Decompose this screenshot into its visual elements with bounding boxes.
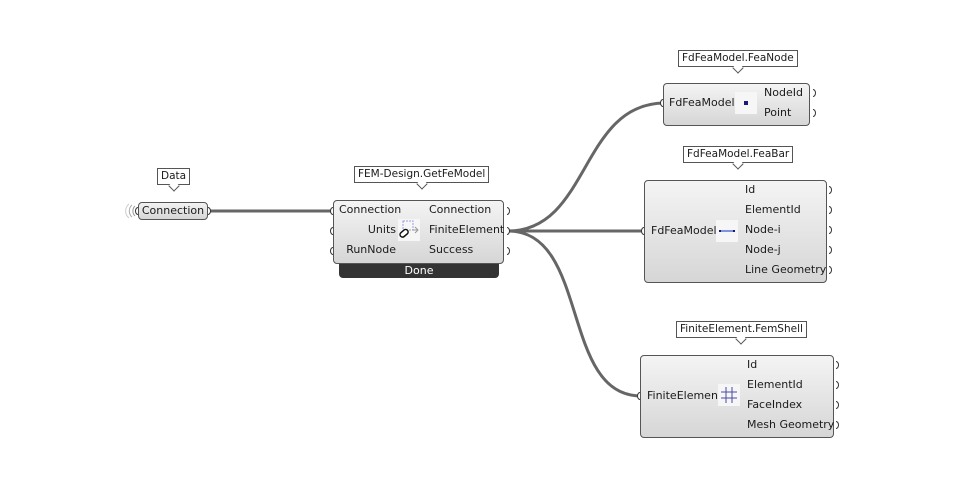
feanode-output-point[interactable]: Point — [764, 106, 792, 119]
feanode-output-nodeid[interactable]: NodeId — [764, 86, 803, 99]
getfemodel-in-port-3[interactable] — [330, 247, 333, 255]
getfemodel-tag: FEM-Design.GetFeModel — [354, 166, 490, 183]
feanode-tag: FdFeaModel.FeaNode — [678, 50, 798, 67]
femshell-tag: FiniteElement.FemShell — [676, 321, 807, 338]
output-finiteelement[interactable]: FiniteElement — [429, 223, 505, 236]
connection-param-input-port[interactable] — [135, 207, 138, 215]
feabar-in-port[interactable] — [641, 227, 644, 235]
feabar-input-fdfeamodel[interactable]: FdFeaModel — [651, 224, 717, 237]
feanode-input-fdfeamodel[interactable]: FdFeaModel — [669, 96, 735, 109]
feabar-component[interactable] — [644, 180, 827, 283]
output-success[interactable]: Success — [429, 243, 474, 256]
data-tag: Data — [157, 168, 191, 185]
wire-to-femshell[interactable] — [507, 229, 642, 398]
feanode-in-port[interactable] — [660, 99, 663, 107]
connection-param[interactable]: Connection — [138, 202, 208, 220]
input-units[interactable]: Units — [367, 223, 396, 236]
feabar-output-id[interactable]: Id — [745, 183, 756, 196]
femshell-output-id[interactable]: Id — [747, 358, 758, 371]
input-runnode[interactable]: RunNode — [346, 243, 396, 256]
feabar-output-node-i[interactable]: Node-i — [745, 223, 781, 236]
femshell-output-faceindex[interactable]: FaceIndex — [747, 398, 803, 411]
shell-grid-icon — [718, 384, 740, 406]
connection-param-label: Connection — [141, 204, 205, 217]
femshell-in-port[interactable] — [637, 392, 640, 400]
output-connection[interactable]: Connection — [429, 203, 492, 216]
node-point-icon — [735, 92, 757, 114]
femshell-output-mesh-geometry[interactable]: Mesh Geometry — [747, 418, 835, 431]
getfemodel-status-bar: Done — [339, 264, 499, 278]
wireless-icon — [122, 203, 138, 219]
getfemodel-in-port-2[interactable] — [330, 227, 333, 235]
input-connection[interactable]: Connection — [339, 203, 402, 216]
feabar-output-line-geometry[interactable]: Line Geometry — [745, 263, 827, 276]
femshell-input-finiteelement[interactable]: FiniteElement — [647, 389, 723, 402]
bar-line-icon — [716, 220, 738, 242]
feabar-output-elementid[interactable]: ElementId — [745, 203, 801, 216]
wire-to-feanode[interactable] — [507, 101, 666, 233]
feabar-output-node-j[interactable]: Node-j — [745, 243, 781, 256]
fe-model-link-icon — [398, 219, 420, 241]
getfemodel-in-port-1[interactable] — [330, 207, 333, 215]
feabar-tag: FdFeaModel.FeaBar — [683, 146, 794, 163]
femshell-output-elementid[interactable]: ElementId — [747, 378, 803, 391]
